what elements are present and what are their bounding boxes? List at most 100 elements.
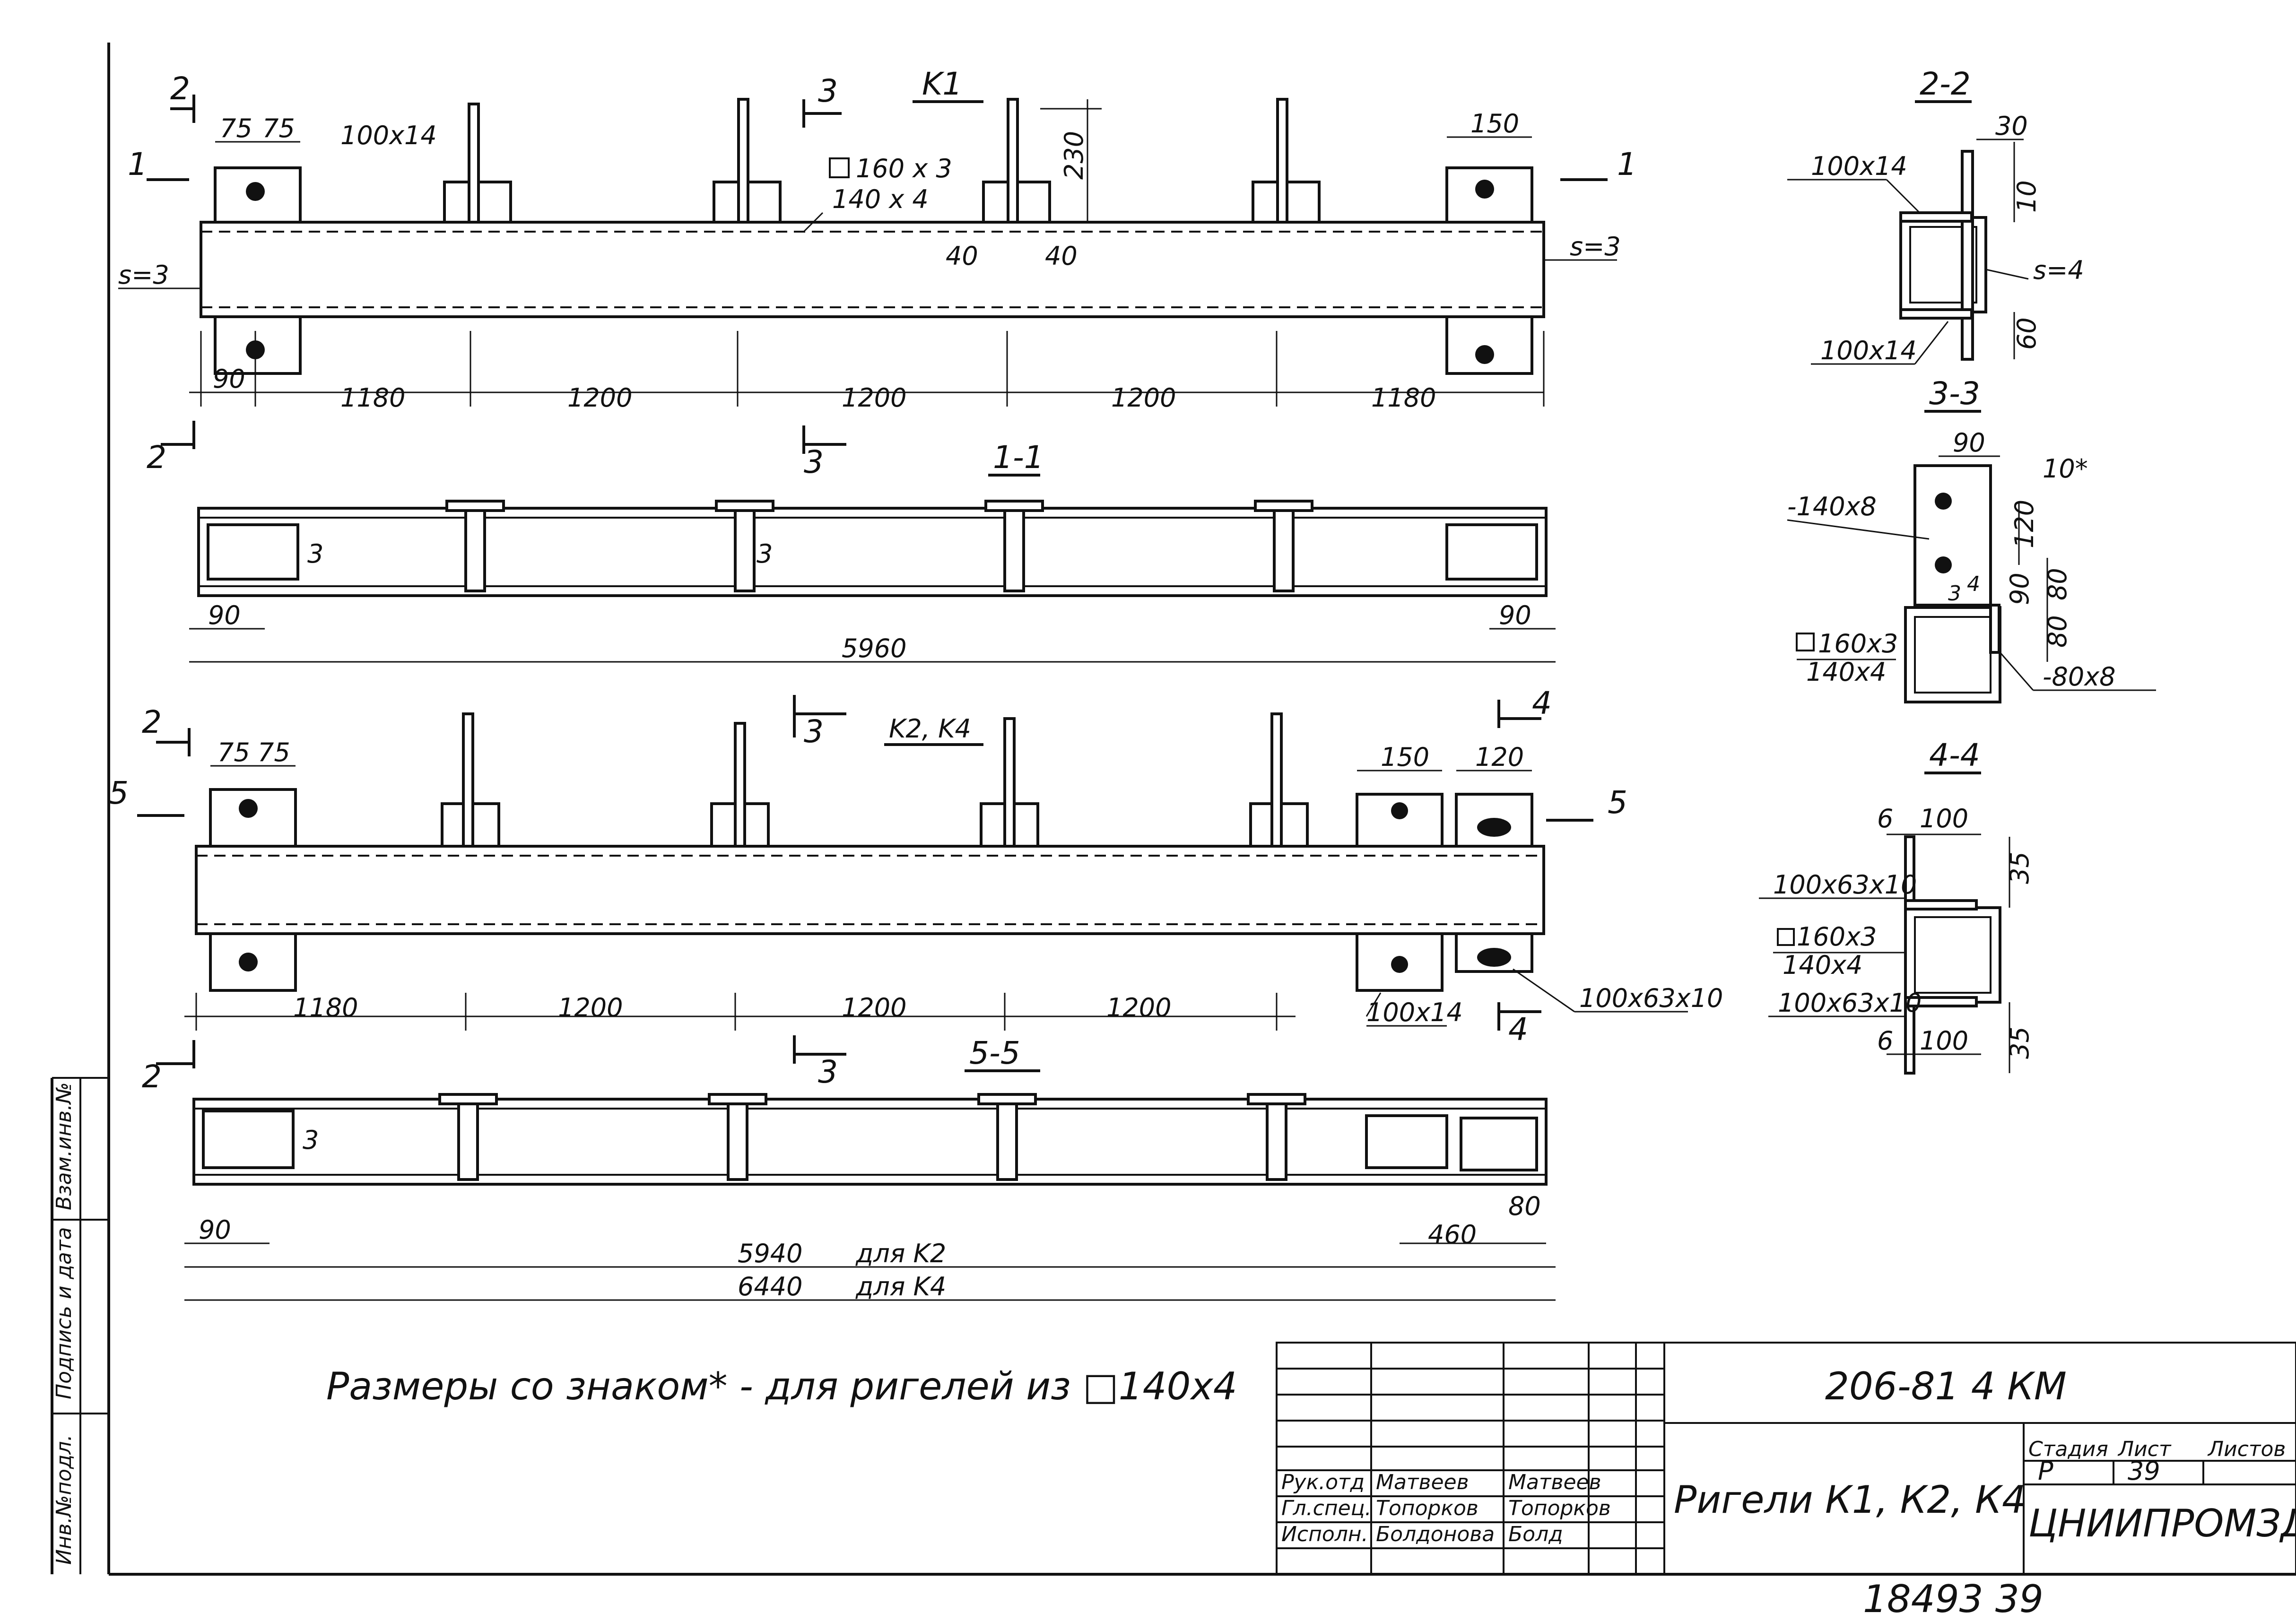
section-2-2-dim-10: 10 [2012,180,2042,213]
section-2-2-title: 2-2 [1920,66,1971,102]
title-block: 206-81 4 КМ Ригели К1, К2, К4 Стадия Лис… [1276,1342,2296,1575]
k2k4-elevation: K2, K4 75 75 150 120 1180 [109,685,1723,1095]
title-block-name-2: Топорков [1376,1496,1478,1520]
k2k4-angle-b: 100x63x10 [1579,983,1723,1013]
k2k4-dim-1180: 1180 [293,993,358,1023]
k1-mark-2-top: 2 [170,70,190,107]
size-note: Размеры со знаком* - для ригелей из □140… [326,1364,1237,1408]
title-block-stage-label: Стадия [2028,1437,2108,1461]
section-4-4-dim-6a: 6 [1877,804,1893,833]
k1-end-plate-bottom-right [1445,315,1533,375]
k2k4-dim-1200b: 1200 [842,993,906,1023]
section-3-3: 3-3 -140x8 160x3 140x4 -80x8 90 10* 120 … [1787,375,2156,703]
k1-weld-left: s=3 [118,260,169,290]
k1-tube-a: 160 x 3 [856,154,952,183]
section-1-1-weld: 3 [307,539,323,569]
section-5-5-dim-80: 80 [1508,1191,1541,1221]
title-block-signature-2: Топорков [1508,1496,1611,1520]
section-2-2-angle-top: 100x14 [1811,151,1907,181]
k2k4-title: K2, K4 [889,714,971,744]
section-3-3-title: 3-3 [1929,375,1980,412]
section-4-4-tube-b: 140x4 [1783,950,1862,980]
section-2-2-dim-30: 30 [1995,111,2028,141]
k2k4-dim-1200a: 1200 [558,993,623,1023]
section-4-4-dim-100b: 100 [1920,1026,1968,1056]
title-block-stage: Р [2038,1456,2053,1486]
k1-tube-b: 140 x 4 [832,184,929,214]
title-block-role-2: Гл.спец. [1281,1496,1372,1520]
k1-dim-75a: 75 [220,113,252,143]
section-3-3-tube-b: 140x4 [1806,657,1886,687]
title-block-role-3: Исполн. [1281,1522,1368,1546]
k1-mark-1-right: 1 [1617,146,1637,182]
section-2-2-angle-bottom: 100x14 [1820,336,1917,365]
section-3-3-dim-4: 4 [1967,572,1980,596]
section-3-3-dim-90a: 90 [1953,428,1985,458]
section-3-3-dim-90b: 90 [2005,572,2035,605]
k1-mark-3-top: 3 [818,73,838,109]
section-5-5-len-k2: 5940 [738,1239,802,1268]
section-4-4-angle-top: 100x63x10 [1773,870,1917,900]
k1-dim-1180b: 1180 [1371,383,1436,413]
section-3-3-plate: -140x8 [1787,492,1877,521]
k2k4-dim-120: 120 [1475,742,1524,772]
k1-weld-right: s=3 [1570,232,1621,261]
title-block-signature-3: Болд [1508,1522,1563,1546]
k1-dim-230: 230 [1059,131,1089,180]
k2k4-dim-75b: 75 [258,737,290,767]
side-stamp-inv-no: Инв.№подл. [52,1434,76,1565]
section-5-5-weld: 3 [303,1125,319,1155]
k2k4-mark-3-bottom: 3 [818,1054,838,1090]
k1-dim-90: 90 [213,364,245,394]
section-3-3-tube-a: 160x3 [1818,629,1898,659]
section-2-2-wall: s=4 [2033,255,2084,285]
k1-angle-label: 100x14 [340,121,437,150]
section-4-4-tube-a: 160x3 [1797,922,1877,952]
section-3-3-dim-80b: 80 [2043,615,2072,648]
k2k4-dim-1200c: 1200 [1106,993,1171,1023]
side-stamp: Взам.инв.№ Подпись и дата Инв.№подл. [52,1082,76,1565]
side-stamp-replace: Взам.инв.№ [52,1082,76,1210]
section-3-3-dim-10: 10* [2043,454,2088,484]
k1-dim-150: 150 [1470,109,1519,139]
k1-stubs [443,98,1321,224]
title-block-title: Ригели К1, К2, К4 [1674,1478,2026,1522]
title-block-doc-code: 206-81 4 КМ [1825,1364,2067,1408]
section-3-3-dim-3: 3 [1948,581,1961,606]
section-3-3-plate2: -80x8 [2043,662,2116,692]
section-3-3-dim-80a: 80 [2043,568,2072,600]
k2k4-mark-2-top: 2 [142,704,162,740]
section-5-5-beam [192,1098,1548,1186]
title-block-sheet-label: Лист [2117,1437,2172,1461]
section-5-5-dim-460: 460 [1428,1220,1477,1249]
k2k4-mark-4-top: 4 [1532,685,1552,721]
k1-dim-1200a: 1200 [567,383,632,413]
k2k4-dim-150: 150 [1381,742,1429,772]
title-block-name-1: Матвеев [1376,1470,1469,1494]
title-block-sheets-label: Листов [2207,1437,2286,1461]
section-5-5-len-k4: 6440 [738,1272,802,1301]
k1-dim-75b: 75 [262,113,295,143]
section-5-5-dim-90: 90 [199,1215,231,1245]
k1-title: K1 [922,66,962,102]
k1-mark-3-bottom: 3 [804,444,824,480]
k1-dim-1200b: 1200 [842,383,906,413]
section-1-1-dim-90b: 90 [1499,600,1531,630]
k2k4-dim-75a: 75 [217,737,250,767]
title-block-name-3: Болдонова [1376,1522,1495,1546]
section-3-3-dim-120: 120 [2009,500,2039,548]
section-2-2-dim-60: 60 [2012,317,2042,350]
section-1-1-beam [197,507,1548,597]
k2k4-mark-5-right: 5 [1608,784,1627,821]
k1-dim-40b: 40 [1045,241,1078,271]
section-1-1-dim-90a: 90 [208,600,241,630]
section-5-5-stiffeners [438,1093,1306,1181]
title-block-role-1: Рук.отд [1281,1470,1365,1494]
k2k4-mark-3-top: 3 [804,713,824,750]
section-1-1-weld-mid: 3 [757,539,773,569]
section-1-1-dim-5960: 5960 [842,633,906,663]
footer-number: 18493 39 [1863,1577,2044,1621]
section-1-1: 1-1 3 3 90 90 5960 [189,439,1556,663]
section-5-5-title: 5-5 [969,1035,1020,1071]
section-4-4-angle-bottom: 100x63x10 [1778,988,1922,1018]
